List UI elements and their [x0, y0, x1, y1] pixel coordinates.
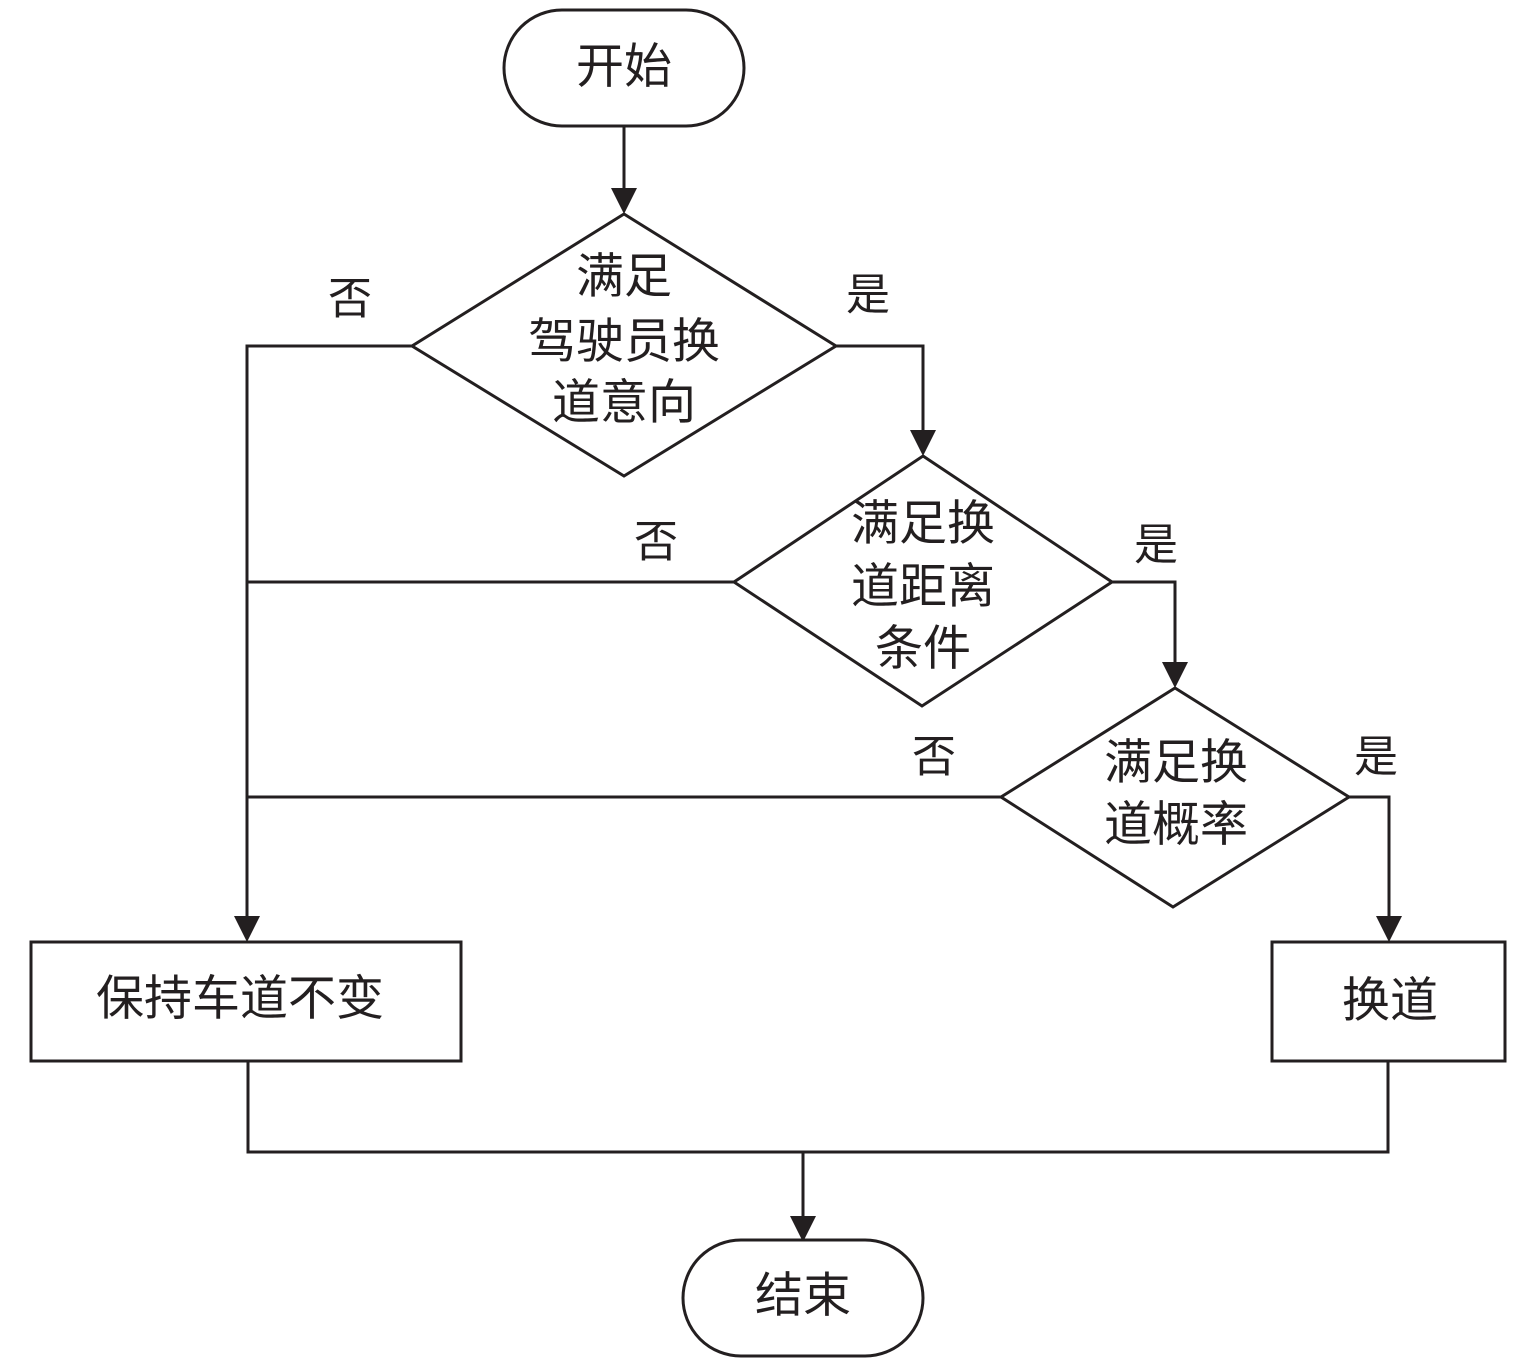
edge-line: [1112, 580, 1177, 664]
decision-diamond-shape: [731, 454, 1115, 708]
edge-start-to-d1: [611, 126, 637, 214]
edge-label-no: 否: [328, 274, 372, 325]
decision3-line-1: 满足换: [1104, 735, 1248, 791]
decision-diamond-shape: [998, 686, 1352, 909]
node-keep-lane: 保持车道不变: [29, 940, 463, 1063]
arrowhead-icon: [611, 188, 637, 214]
decision-diamond-shape: [409, 212, 839, 478]
decision1-line-2: 驾驶员换: [528, 314, 720, 370]
keep-lane-label: 保持车道不变: [96, 971, 384, 1027]
edge-label-no: 否: [634, 517, 678, 568]
edge-merge-to-end: [246, 1061, 1390, 1242]
node-end: 结束: [681, 1238, 925, 1358]
decision1-line-3: 道意向: [552, 375, 696, 431]
decision3-line-2: 道概率: [1104, 797, 1248, 853]
arrowhead-icon: [1162, 662, 1188, 688]
edge-d1-yes-to-d2: 是: [836, 270, 936, 456]
arrowhead-icon: [910, 430, 936, 456]
arrowhead-icon: [790, 1216, 816, 1242]
process-box-shape: [1270, 940, 1507, 1063]
decision2-line-2: 道距离: [851, 559, 995, 615]
edge-label-yes: 是: [1134, 520, 1178, 571]
edge-d2-no-to-keep: 否: [247, 517, 734, 584]
change-lane-label: 换道: [1342, 973, 1438, 1029]
edge-line: [245, 344, 412, 918]
node-decision-distance: 满足换 道距离 条件: [731, 454, 1115, 708]
edge-label-yes: 是: [1354, 732, 1398, 783]
edge-d3-no-to-keep: 否: [247, 732, 1001, 799]
edge-line: [246, 1061, 1390, 1154]
arrowhead-icon: [1376, 916, 1402, 942]
start-label: 开始: [576, 39, 672, 95]
node-decision-probability: 满足换 道概率: [998, 686, 1352, 909]
edge-d1-no-to-keep: 否: [234, 274, 412, 942]
edge-label-yes: 是: [846, 270, 890, 321]
node-change-lane: 换道: [1270, 940, 1507, 1063]
edge-line: [1349, 795, 1391, 918]
node-start: 开始: [502, 8, 746, 128]
edge-d2-yes-to-d3: 是: [1112, 520, 1188, 688]
edge-line: [836, 344, 925, 432]
process-box-shape: [29, 940, 463, 1063]
end-terminator-shape: [681, 1238, 925, 1358]
decision2-line-1: 满足换: [851, 496, 995, 552]
decision1-line-1: 满足: [576, 249, 672, 305]
arrowhead-icon: [234, 916, 260, 942]
node-decision-driver-intent: 满足 驾驶员换 道意向: [409, 212, 839, 478]
decision2-line-3: 条件: [875, 621, 971, 677]
end-label: 结束: [755, 1268, 851, 1324]
edge-label-no: 否: [912, 732, 956, 783]
edge-d3-yes-to-change: 是: [1349, 732, 1402, 942]
